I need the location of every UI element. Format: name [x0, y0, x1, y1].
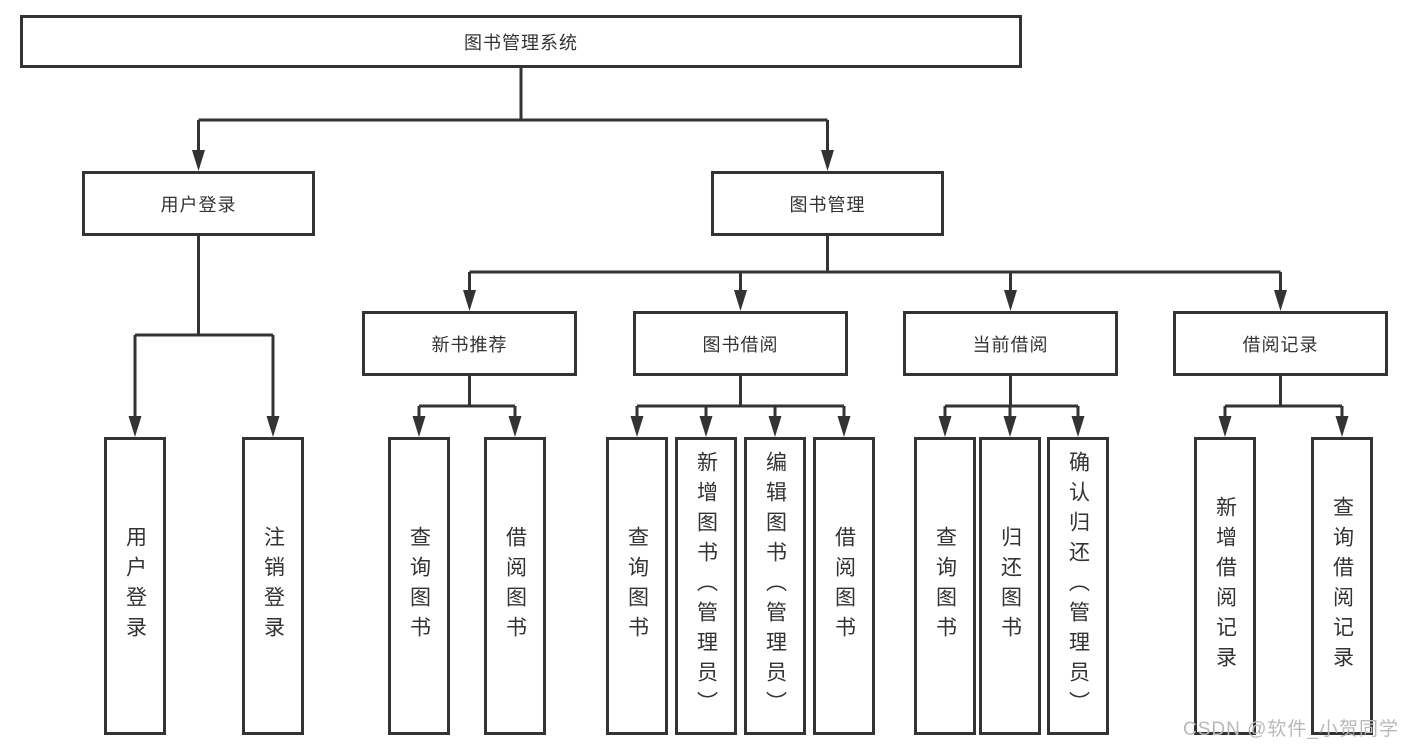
- arrowheads: [128, 150, 1349, 437]
- node-label: 借阅图书: [832, 526, 856, 646]
- node-label: 图书管理系统: [464, 32, 578, 53]
- node-query-books-borrowing: 查询图书: [606, 437, 668, 735]
- node-add-book-admin: 新增图书（管理员）: [675, 437, 737, 735]
- node-label: 查询图书: [625, 526, 649, 646]
- node-label: 借阅图书: [503, 526, 527, 646]
- node-label: 图书借阅: [702, 334, 779, 355]
- node-borrow-books-borrowing: 借阅图书: [813, 437, 875, 735]
- node-label: 当前借阅: [972, 334, 1049, 355]
- csdn-watermark: CSDN @软件_小贺同学: [1183, 719, 1399, 740]
- node-label: 编辑图书（管理员）: [763, 451, 787, 721]
- node-label: 归还图书: [998, 526, 1022, 646]
- node-label: 新增借阅记录: [1213, 496, 1237, 676]
- node-label: 新增图书（管理员）: [694, 451, 718, 721]
- node-query-books-current: 查询图书: [914, 437, 976, 735]
- node-query-borrow-record: 查询借阅记录: [1311, 437, 1373, 735]
- node-new-book-recommendation: 新书推荐: [362, 311, 577, 376]
- node-label: 查询图书: [933, 526, 957, 646]
- node-confirm-return-admin: 确认归还（管理员）: [1047, 437, 1109, 735]
- node-logout: 注销登录: [242, 437, 304, 735]
- node-edit-book-admin: 编辑图书（管理员）: [744, 437, 806, 735]
- connector-user-login-to-leaves: [133, 236, 275, 418]
- node-user-login-leaf: 用户登录: [104, 437, 166, 735]
- node-label: 图书管理: [789, 194, 866, 215]
- node-label: 用户登录: [160, 194, 237, 215]
- connector-book-borrowing-to-leaves: [635, 376, 846, 418]
- node-query-books-recommend: 查询图书: [388, 437, 450, 735]
- node-label: 确认归还（管理员）: [1066, 451, 1090, 721]
- connector-book-management-to-modules: [468, 236, 1282, 293]
- node-current-borrowing: 当前借阅: [903, 311, 1118, 376]
- node-label: 新书推荐: [431, 334, 508, 355]
- node-borrowing-records: 借阅记录: [1173, 311, 1388, 376]
- node-library-management-system: 图书管理系统: [20, 15, 1022, 68]
- connector-current-borrowing-to-leaves: [943, 376, 1080, 418]
- node-return-books: 归还图书: [979, 437, 1041, 735]
- node-label: 查询借阅记录: [1330, 496, 1354, 676]
- node-label: 注销登录: [261, 526, 285, 646]
- node-label: 借阅记录: [1242, 334, 1319, 355]
- node-book-management-branch: 图书管理: [711, 171, 944, 236]
- node-borrow-books-recommend: 借阅图书: [484, 437, 546, 735]
- connector-borrowing-records-to-leaves: [1223, 376, 1344, 418]
- node-book-borrowing: 图书借阅: [633, 311, 848, 376]
- connector-new-book-recommendation-to-leaves: [417, 376, 517, 418]
- connector-root-to-branches: [197, 68, 829, 153]
- node-add-borrow-record: 新增借阅记录: [1194, 437, 1256, 735]
- node-label: 用户登录: [123, 526, 147, 646]
- node-user-login-branch: 用户登录: [82, 171, 315, 236]
- node-label: 查询图书: [407, 526, 431, 646]
